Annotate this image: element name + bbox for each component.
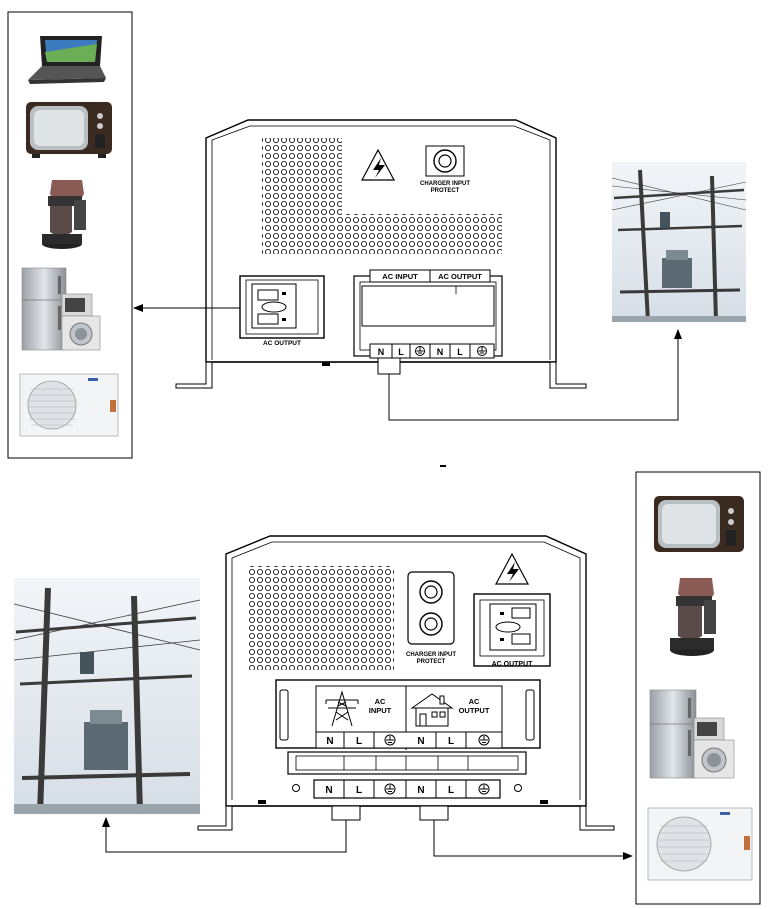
charger-input-protect-button[interactable] (425, 145, 465, 177)
ground-symbol-icon (384, 783, 396, 795)
bottom-terminal-lower-input-l: L (356, 785, 362, 796)
high-voltage-warning-icon (495, 552, 529, 585)
utility-pole-photo-top (611, 162, 747, 323)
bottom-terminal-upper-output-l: L (448, 736, 454, 747)
house-icon (410, 693, 454, 727)
top-vent-grid (262, 138, 502, 254)
charger-label-line2: PROTECT (431, 188, 460, 194)
ground-symbol-icon (415, 346, 425, 356)
charger-label-line1: CHARGER INPUT (406, 652, 456, 658)
utility-pole-photo-bottom (13, 578, 201, 815)
laptop-icon (28, 36, 106, 84)
ac-output-socket[interactable] (239, 275, 325, 339)
top-terminal-header-output: AC OUTPUT (438, 272, 482, 281)
top-terminal-header-input: AC INPUT (382, 272, 418, 281)
ground-symbol-icon (477, 346, 487, 356)
top-ac-output-label: AC OUTPUT (263, 340, 301, 347)
coffee-maker-icon (42, 180, 86, 249)
television-icon (26, 102, 112, 158)
top-terminal-block (353, 269, 503, 359)
bottom-terminal-upper-output-n: N (417, 736, 424, 747)
coffee-maker-icon (670, 578, 716, 656)
air-conditioner-icon (647, 807, 753, 881)
bottom-input-arrow (102, 817, 347, 853)
top-terminal-input-n: N (378, 347, 385, 357)
bottom-ac-output-label: AC OUTPUT (492, 661, 534, 668)
top-terminal-output-n: N (437, 347, 444, 357)
charger-label-line1: CHARGER INPUT (420, 181, 470, 187)
ground-symbol-icon (478, 734, 490, 746)
bottom-terminal-block (275, 679, 541, 750)
high-voltage-warning-icon (361, 148, 395, 181)
bottom-ac-output-label-line1: AC (469, 697, 480, 706)
bottom-output-arrow (433, 820, 633, 860)
charger-label-line2: PROTECT (417, 659, 446, 665)
top-terminal-output-l: L (457, 347, 463, 357)
bottom-terminal-upper-input-n: N (326, 736, 333, 747)
ac-output-socket[interactable] (473, 593, 551, 667)
bottom-ac-output-label-line2: OUTPUT (459, 706, 490, 715)
television-icon (654, 496, 744, 552)
ground-symbol-icon (384, 734, 396, 746)
power-tower-icon (325, 690, 359, 727)
bottom-terminal-lower-output-n: N (417, 785, 424, 796)
fridge-washer-icon (649, 689, 735, 779)
charger-input-protect-button[interactable] (407, 571, 455, 645)
bottom-vent-grid (248, 566, 394, 670)
bottom-terminal-lower-input-n: N (325, 785, 332, 796)
bottom-terminal-upper-input-l: L (356, 736, 362, 747)
bottom-inverter: CHARGER INPUT PROTECT AC OUTPUT (197, 535, 615, 831)
top-input-arrow (388, 329, 682, 421)
ground-symbol-icon (478, 783, 490, 795)
bottom-terminal-lower-output-l: L (448, 785, 454, 796)
air-conditioner-icon (19, 373, 119, 437)
top-inverter: CHARGER INPUT PROTECT AC OUTPUT (175, 119, 587, 389)
fridge-washer-icon (21, 267, 101, 351)
bottom-ac-input-label-line2: INPUT (369, 706, 392, 715)
top-terminal-input-l: L (398, 347, 404, 357)
bottom-ac-input-label-line1: AC (375, 697, 386, 706)
